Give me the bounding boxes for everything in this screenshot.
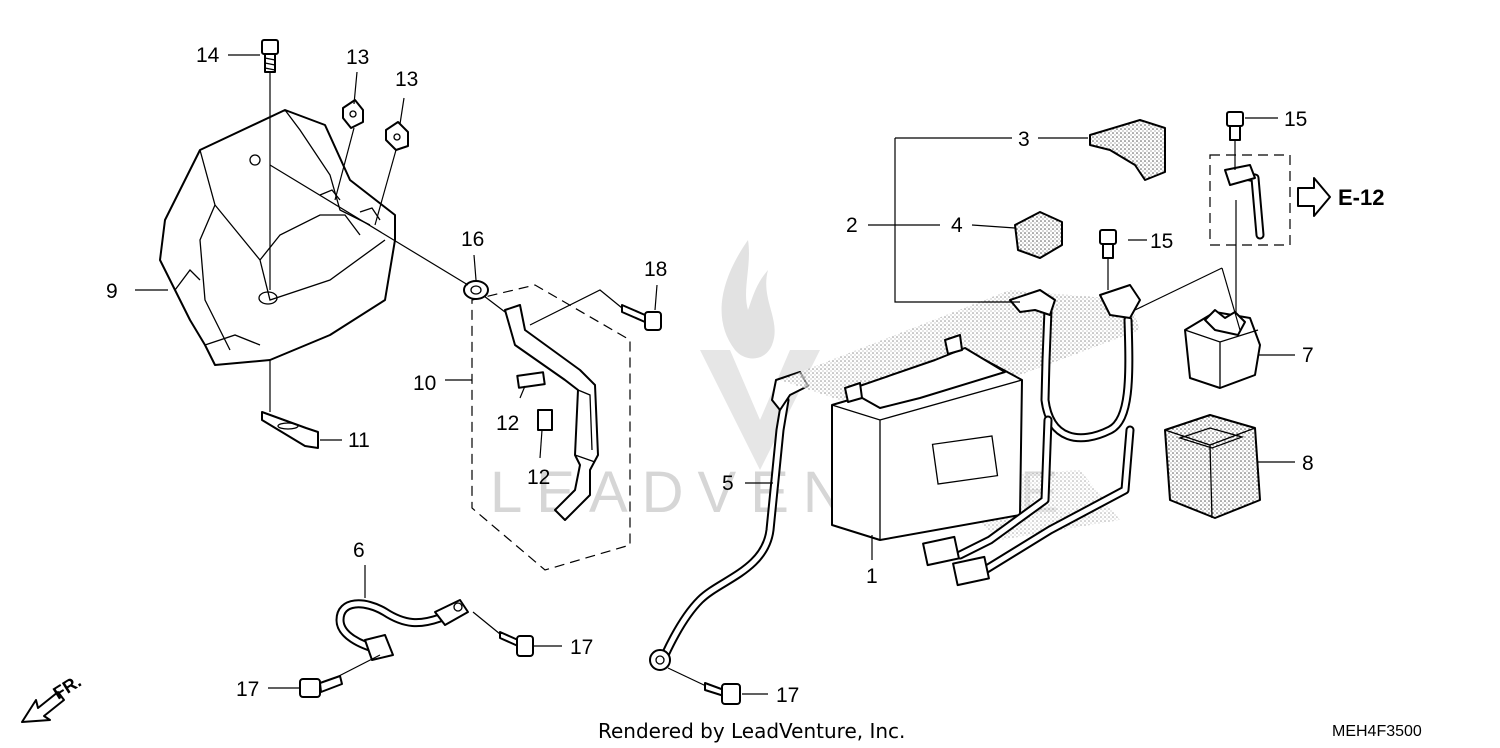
bolt-15a bbox=[1099, 229, 1117, 259]
front-direction: FR. bbox=[21, 671, 85, 723]
callout-7: 7 bbox=[1302, 344, 1314, 367]
clip-nut-13a bbox=[342, 99, 364, 129]
reference-label: E-12 bbox=[1338, 185, 1384, 210]
bolt-17c bbox=[704, 682, 741, 705]
callout-15b: 15 bbox=[1284, 108, 1307, 131]
footer-credit: Rendered by LeadVenture, Inc. bbox=[598, 719, 905, 743]
bolt-18 bbox=[621, 304, 662, 331]
battery-cables-positive bbox=[922, 284, 1141, 587]
clip-nut-13b bbox=[385, 121, 409, 151]
callout-9: 9 bbox=[106, 280, 118, 303]
leader-lines bbox=[135, 54, 1295, 695]
bolt-15b bbox=[1226, 111, 1244, 141]
bolt-14 bbox=[261, 39, 279, 73]
callout-1: 1 bbox=[866, 565, 878, 588]
battery-band-11 bbox=[261, 411, 319, 449]
callouts: 14 13 13 9 11 16 18 10 12 12 6 17 17 17 … bbox=[106, 44, 1314, 707]
battery-1 bbox=[831, 334, 1023, 541]
callout-5: 5 bbox=[722, 472, 734, 495]
callout-6: 6 bbox=[353, 539, 365, 562]
bolt-17b bbox=[299, 675, 343, 698]
callout-2: 2 bbox=[846, 214, 858, 237]
callout-17c: 17 bbox=[776, 684, 799, 707]
callout-13a: 13 bbox=[346, 46, 369, 69]
callout-15a: 15 bbox=[1150, 230, 1173, 253]
terminal-cap-4 bbox=[1014, 211, 1063, 259]
diagram-code: MEH4F3500 bbox=[1332, 723, 1422, 740]
callout-11: 11 bbox=[348, 429, 370, 452]
bolt-17a bbox=[499, 631, 534, 657]
callout-8: 8 bbox=[1302, 452, 1314, 475]
watermark-v-icon bbox=[700, 350, 820, 470]
cable-6 bbox=[335, 599, 469, 661]
callout-18: 18 bbox=[644, 258, 667, 281]
battery-box bbox=[159, 109, 396, 366]
callout-12b: 12 bbox=[527, 466, 550, 489]
relay-cover-8 bbox=[1164, 414, 1261, 519]
callout-17b: 17 bbox=[236, 678, 259, 701]
callout-16: 16 bbox=[461, 228, 484, 251]
callout-10: 10 bbox=[413, 372, 436, 395]
callout-17a: 17 bbox=[570, 636, 593, 659]
callout-4: 4 bbox=[951, 214, 963, 237]
terminal-cover-3 bbox=[1089, 119, 1166, 181]
watermark-flame-icon bbox=[721, 240, 775, 359]
reference-arrow-icon bbox=[1297, 177, 1331, 217]
callout-13b: 13 bbox=[395, 68, 418, 91]
starter-relay-7 bbox=[1184, 309, 1261, 389]
bracket-10 bbox=[471, 284, 631, 571]
callout-14: 14 bbox=[196, 44, 220, 67]
reference-box: E-12 bbox=[1209, 154, 1384, 246]
front-arrow-icon bbox=[21, 691, 65, 723]
callout-12a: 12 bbox=[496, 412, 519, 435]
callout-3: 3 bbox=[1018, 128, 1030, 151]
